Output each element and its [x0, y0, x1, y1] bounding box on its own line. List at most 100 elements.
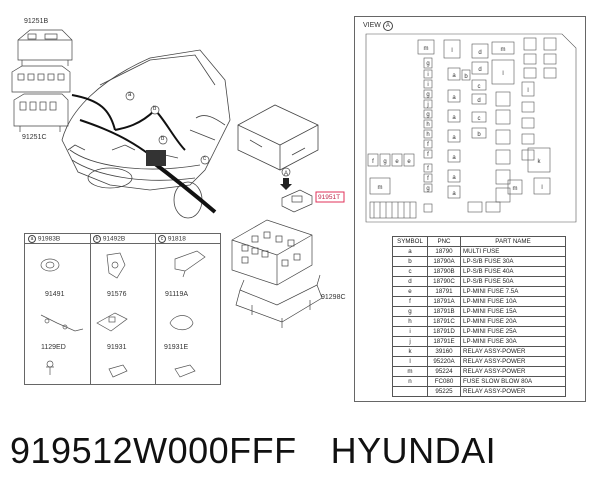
parts-table-cell-part-name: LP-MINI FUSE 15A	[460, 306, 566, 317]
svg-text:f: f	[427, 142, 429, 148]
parts-table-header-pnc: PNC	[427, 236, 461, 247]
parts-table-cell-symbol: h	[392, 316, 428, 327]
parts-table-cell-pnc: 95220A	[427, 356, 461, 367]
svg-text:l: l	[527, 88, 528, 94]
parts-table-cell-part-name: LP-MINI FUSE 30A	[460, 336, 566, 347]
parts-table-cell-part-name: LP-S/B FUSE 50A	[460, 276, 566, 287]
svg-text:l: l	[502, 71, 503, 77]
svg-text:m: m	[378, 185, 383, 191]
svg-text:c: c	[478, 84, 481, 90]
svg-text:i: i	[427, 72, 428, 78]
junction-block-drawing	[146, 150, 166, 166]
parts-table-cell-symbol: a	[392, 246, 428, 257]
parts-table-cell-part-name: RELAY ASSY-POWER	[460, 366, 566, 377]
svg-text:d: d	[478, 50, 481, 56]
parts-table-cell-symbol: j	[392, 336, 428, 347]
view-marker-icon: A	[382, 21, 393, 31]
svg-text:f: f	[427, 166, 429, 172]
svg-text:b: b	[477, 132, 481, 138]
parts-table-cell-part-name: FUSE SLOW BLOW 80A	[460, 376, 566, 387]
callout-a-circle	[125, 91, 135, 101]
footer-brand: HYUNDAI	[330, 430, 497, 471]
svg-text:a: a	[452, 175, 456, 181]
svg-text:l: l	[541, 185, 542, 191]
parts-table-cell-pnc: 18790B	[427, 266, 461, 277]
svg-text:f: f	[427, 152, 429, 158]
parts-table-cell-symbol: c	[392, 266, 428, 277]
legend-part-c: 91818	[167, 235, 186, 243]
svg-text:a: a	[452, 115, 456, 121]
svg-text:j: j	[426, 102, 428, 108]
fuse-box-mid-drawing	[11, 65, 71, 132]
parts-table-cell-symbol: m	[392, 366, 428, 377]
fuse-part-drawing	[281, 189, 313, 213]
parts-table-cell-part-name: RELAY ASSY-POWER	[460, 346, 566, 357]
wire-harness-drawing	[71, 94, 217, 214]
view-label: VIEW A	[363, 21, 393, 31]
parts-table-cell-symbol: i	[392, 326, 428, 337]
legend-header-a: a 91983B	[28, 235, 60, 243]
parts-table-cell-pnc: 18791	[427, 286, 461, 297]
legend-row2-a: 1129ED	[41, 344, 66, 351]
svg-text:a: a	[452, 135, 456, 141]
legend-header-b: b 91492B	[93, 235, 125, 243]
parts-table-cell-pnc: FC080	[427, 376, 461, 387]
parts-table-cell-symbol: d	[392, 276, 428, 287]
parts-table-cell-pnc: 18790	[427, 246, 461, 257]
view-a-panel	[354, 16, 586, 402]
fuse-layout-diagram: m l d d m l g i i g j g h h f f a b a c …	[365, 33, 577, 223]
parts-table-cell-symbol: e	[392, 286, 428, 297]
callout-c-circle	[200, 155, 210, 165]
parts-table-cell-pnc: 95225	[427, 386, 461, 397]
label-91298c: 91298C	[321, 294, 346, 301]
parts-table-cell-part-name: LP-S/B FUSE 30A	[460, 256, 566, 267]
parts-table-cell-symbol: l	[392, 356, 428, 367]
legend-part-b: 91492B	[102, 235, 126, 243]
parts-table-cell-pnc: 39160	[427, 346, 461, 357]
vehicle-illustration: A	[11, 29, 345, 219]
svg-text:k: k	[538, 159, 542, 165]
svg-text:d: d	[478, 67, 481, 73]
legend-grid: a 91983B b 91492B c 91818 91491 91576 91…	[24, 233, 221, 385]
callout-b-circle	[150, 105, 160, 115]
svg-text:g: g	[383, 159, 386, 165]
svg-text:a: a	[452, 73, 456, 79]
parts-table-cell-part-name: RELAY ASSY-POWER	[460, 356, 566, 367]
parts-table-header-row: SYMBOL PNC PART NAME	[392, 236, 566, 247]
legend-key-a-icon: a	[28, 235, 36, 243]
part-ref-tag	[315, 191, 345, 203]
parts-table-cell-pnc: 18791B	[427, 306, 461, 317]
legend-part-a: 91983B	[37, 235, 61, 243]
label-91251b: 91251B	[24, 18, 49, 25]
svg-text:e: e	[395, 159, 399, 165]
svg-text:l: l	[451, 48, 452, 54]
svg-text:a: a	[452, 95, 456, 101]
svg-text:m: m	[501, 47, 506, 53]
svg-text:g: g	[426, 92, 429, 98]
svg-text:g: g	[426, 186, 429, 192]
view-a-marker-letter: A	[284, 171, 288, 177]
legend-key-b-icon: b	[93, 235, 101, 243]
legend-row1-a: 91491	[45, 291, 65, 298]
svg-text:e: e	[407, 159, 411, 165]
down-arrow-icon	[280, 178, 292, 190]
parts-table-header-part-name: PART NAME	[460, 236, 566, 247]
svg-text:g: g	[426, 61, 429, 67]
parts-table-cell-pnc: 18790C	[427, 276, 461, 287]
parts-table-cell-symbol	[392, 386, 428, 397]
svg-text:m: m	[424, 46, 429, 52]
parts-table-cell-symbol: f	[392, 296, 428, 307]
parts-table-cell-symbol: n	[392, 376, 428, 387]
parts-table-cell-pnc: 18791E	[427, 336, 461, 347]
svg-text:m: m	[513, 186, 518, 192]
